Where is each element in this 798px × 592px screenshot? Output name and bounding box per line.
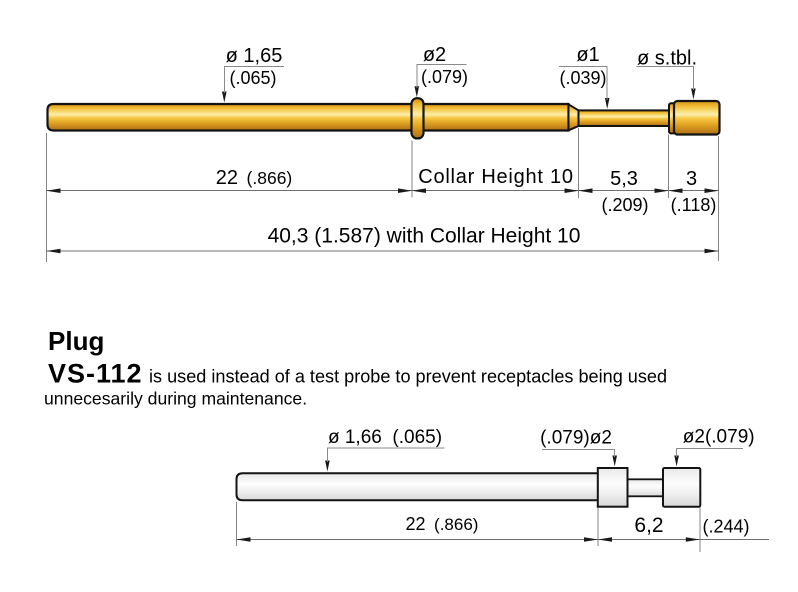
- svg-text:ø2: ø2: [423, 44, 446, 66]
- svg-text:ø 1,66 (.065): ø 1,66 (.065): [328, 427, 442, 448]
- svg-text:(.118): (.118): [671, 195, 717, 215]
- svg-text:Plug: Plug: [48, 326, 104, 356]
- svg-text:(.209): (.209): [601, 195, 648, 215]
- svg-text:ø2(.079): ø2(.079): [683, 427, 755, 448]
- svg-text:ø1: ø1: [576, 44, 599, 66]
- svg-text:22 (.866): 22 (.866): [406, 514, 479, 534]
- svg-text:Collar Height 10: Collar Height 10: [418, 166, 573, 188]
- svg-text:40,3 (1.587) with Collar Heigh: 40,3 (1.587) with Collar Height 10: [268, 225, 581, 248]
- svg-text:5,3: 5,3: [610, 168, 638, 190]
- svg-text:(.065): (.065): [229, 68, 276, 88]
- svg-text:22 (.866): 22 (.866): [216, 167, 293, 189]
- svg-text:3: 3: [686, 168, 697, 190]
- svg-text:(.079)ø2: (.079)ø2: [540, 428, 612, 449]
- svg-text:(.244): (.244): [702, 517, 749, 537]
- svg-text:(.079): (.079): [421, 67, 468, 87]
- svg-text:ø 1,65: ø 1,65: [226, 45, 283, 67]
- svg-text:(.039): (.039): [559, 68, 606, 88]
- svg-text:6,2: 6,2: [634, 514, 663, 537]
- svg-text:ø s.tbl.: ø s.tbl.: [637, 48, 697, 70]
- svg-text:unnecesarily during maintenanc: unnecesarily during maintenance.: [44, 388, 307, 408]
